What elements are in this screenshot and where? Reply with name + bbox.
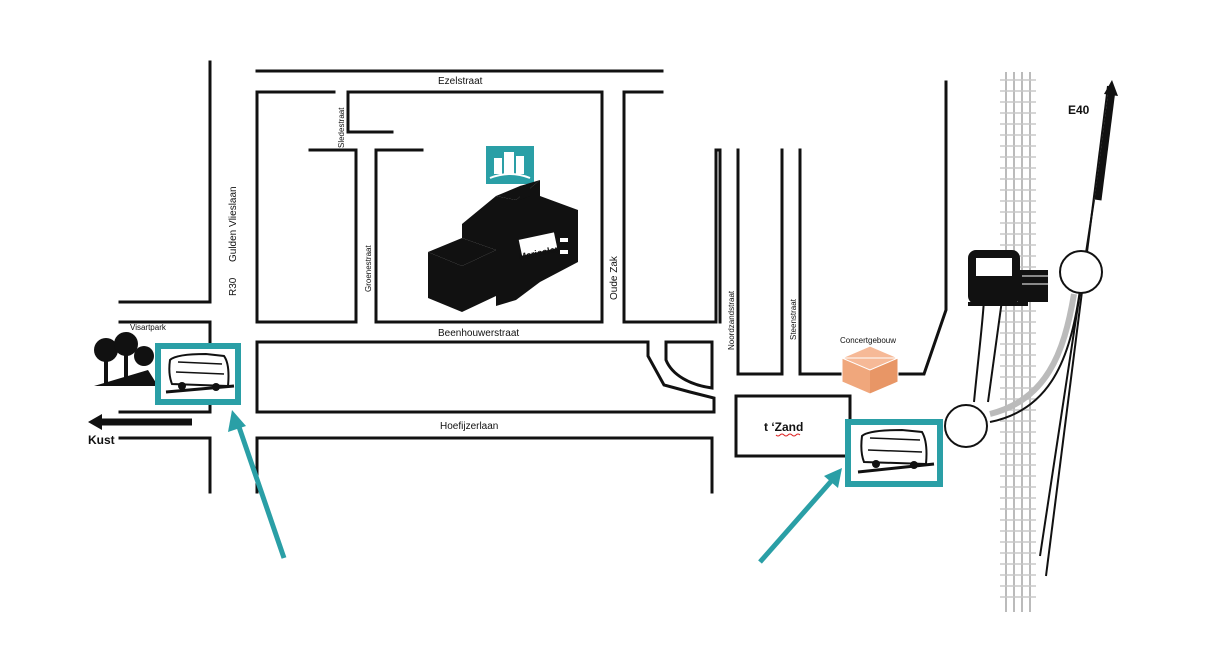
concertgebouw-cube-icon xyxy=(841,345,900,395)
street-label-beenhouwerstraat: Beenhouwerstraat xyxy=(438,328,519,339)
street-label-oude-zak: Oude Zak xyxy=(609,255,620,300)
railway xyxy=(1000,72,1036,612)
kust-direction-arrow xyxy=(88,414,192,430)
bus-icon xyxy=(165,352,235,394)
maricolen-logo-icon xyxy=(486,146,534,184)
place-label-t-zand: t ‘Zand xyxy=(764,420,803,434)
street-label-r30: R30 xyxy=(228,277,239,296)
street-label-ezelstraat: Ezelstraat xyxy=(438,76,483,87)
street-label-sledestraat: Sledestraat xyxy=(337,107,346,148)
street-label-gulden-vlieslaan: Gulden Vlieslaan xyxy=(228,186,239,262)
direction-label-kust: Kust xyxy=(88,433,115,447)
train-icon xyxy=(968,250,1048,306)
arrow-to-t-zand-stop xyxy=(758,468,842,564)
park-trees-icon xyxy=(94,332,158,386)
arrow-to-visartpark-stop xyxy=(228,410,287,559)
e40-highway xyxy=(944,80,1118,577)
school-building-icon: Maricolen xyxy=(428,146,578,312)
street-network xyxy=(118,60,948,494)
street-label-steenstraat: Steenstraat xyxy=(789,298,798,340)
place-label-visartpark: Visartpark xyxy=(130,323,167,332)
bus-icon xyxy=(857,428,935,474)
direction-label-e40: E40 xyxy=(1068,103,1090,117)
bus-stop-visartpark[interactable] xyxy=(155,343,241,405)
place-label-concertgebouw: Concertgebouw xyxy=(840,336,896,345)
street-label-hoefijzerlaan: Hoefijzerlaan xyxy=(440,421,498,432)
street-label-noordzandstraat: Noordzandstraat xyxy=(727,290,736,350)
street-label-groenestraat: Groenestraat xyxy=(364,245,373,292)
bus-stop-t-zand[interactable] xyxy=(845,419,943,487)
t-zand-spellcheck-underline xyxy=(775,433,801,437)
